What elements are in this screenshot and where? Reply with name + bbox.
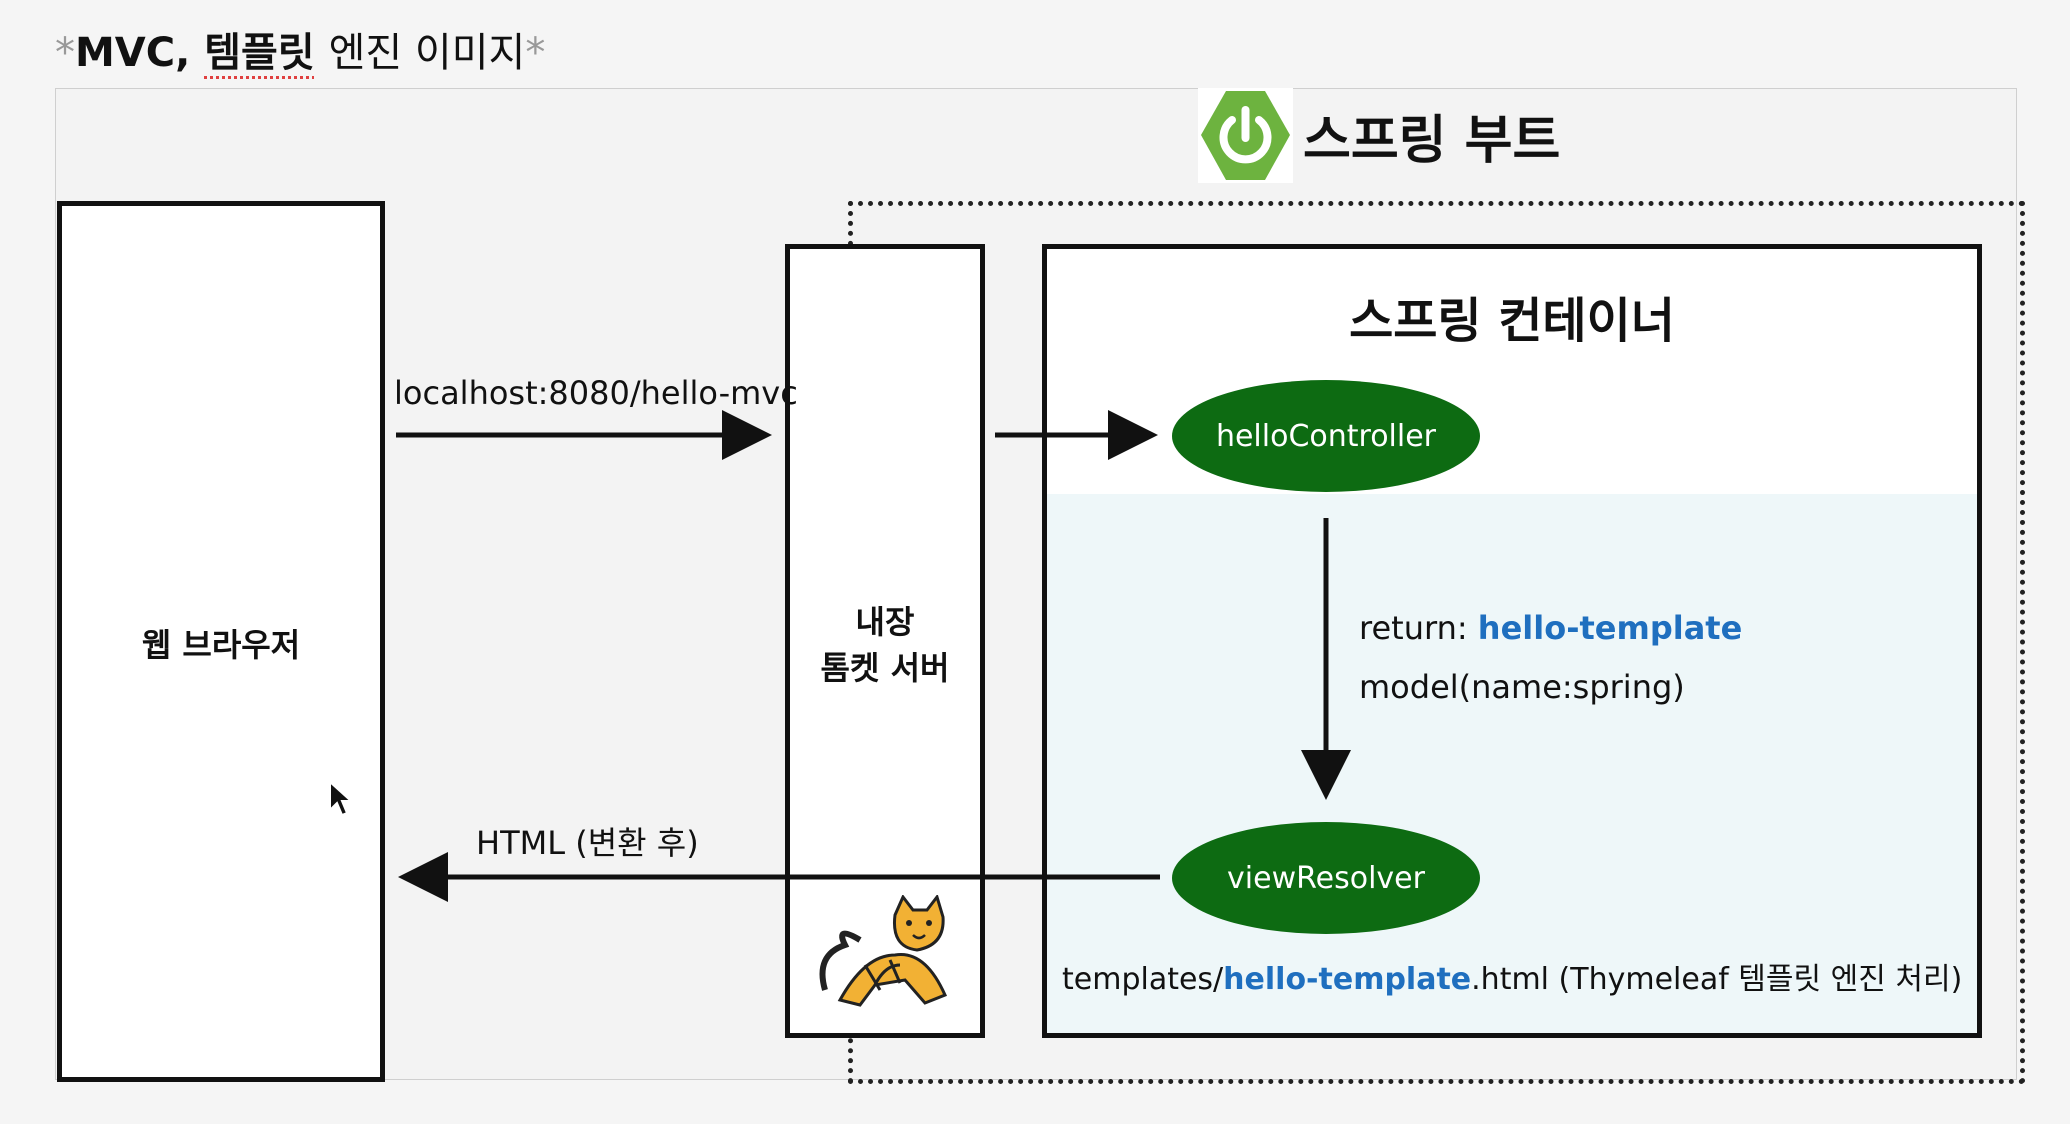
return-value: hello-template — [1477, 609, 1743, 647]
spring-boot-title: 스프링 부트 — [1303, 111, 1561, 171]
return-prefix: return: — [1359, 609, 1478, 647]
spring-container-title: 스프링 컨테이너 — [1349, 293, 1675, 349]
return-line: return: hello-template — [1359, 609, 1742, 647]
response-label: HTML (변환 후) — [476, 824, 699, 862]
container-model-area — [1047, 494, 1977, 1033]
heading-mvc: MVC, — [75, 30, 191, 76]
template-path-suffix: .html (Thymeleaf 템플릿 엔진 처리) — [1471, 962, 1963, 997]
template-path-name: hello-template — [1223, 962, 1472, 997]
heading-template-word: 템플릿 — [204, 30, 315, 76]
heading-asterisk-left: * — [55, 30, 75, 76]
view-resolver-label: viewResolver — [1227, 860, 1425, 896]
tomcat-label-line1: 내장 — [855, 603, 915, 641]
template-path-line: templates/hello-template.html (Thymeleaf… — [1062, 954, 1962, 998]
request-url-label: localhost:8080/hello-mvc — [394, 374, 798, 412]
web-browser-box: 웹 브라우저 — [57, 201, 385, 1082]
view-resolver-node: viewResolver — [1172, 822, 1480, 934]
tomcat-label-line2: 톰켓 서버 — [820, 649, 950, 687]
embedded-tomcat-box: 내장 톰켓 서버 — [785, 244, 985, 1038]
spring-power-icon — [1198, 88, 1293, 183]
tomcat-cat-icon — [805, 893, 960, 1015]
mouse-cursor-icon — [328, 779, 354, 820]
hello-controller-node: helloController — [1172, 380, 1480, 492]
template-path-prefix: templates/ — [1062, 962, 1224, 997]
heading-rest: 엔진 이미지 — [328, 30, 526, 76]
page-heading: *MVC, 템플릿 엔진 이미지* — [55, 20, 545, 78]
heading-asterisk-right: * — [525, 30, 546, 76]
web-browser-label: 웹 브라우저 — [141, 626, 301, 664]
hello-controller-label: helloController — [1215, 418, 1437, 454]
model-line: model(name:spring) — [1359, 668, 1685, 706]
